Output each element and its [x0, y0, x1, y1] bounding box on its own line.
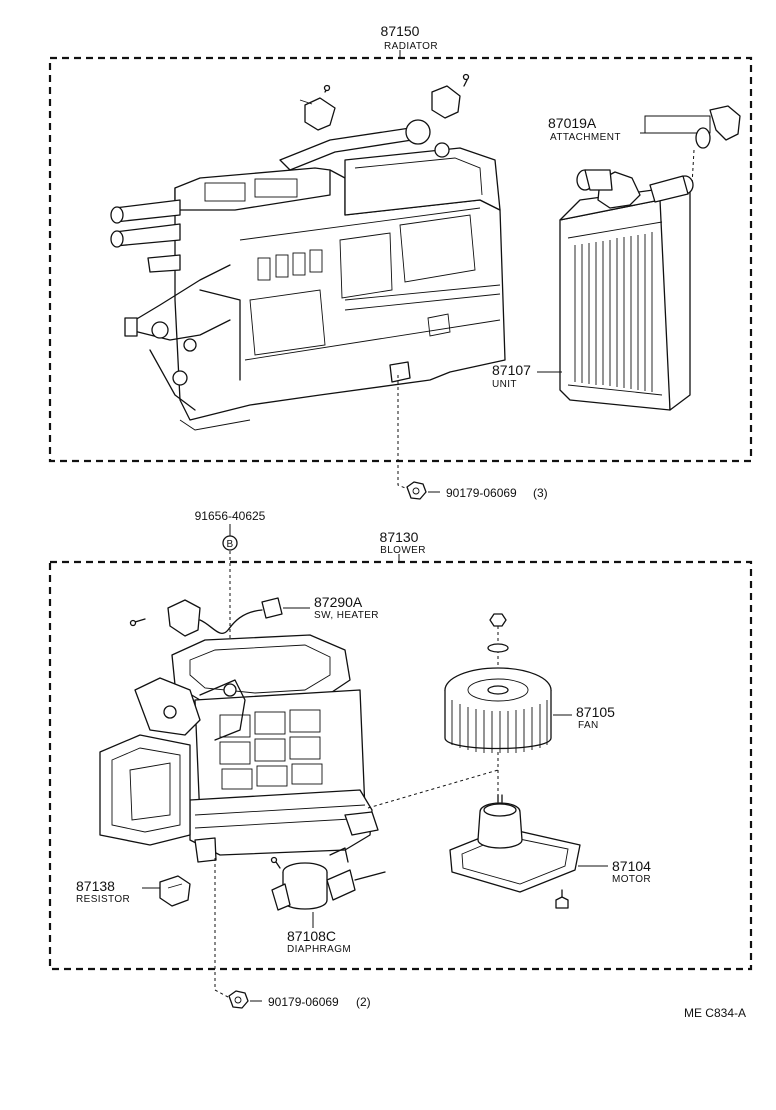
unit-name: UNIT [492, 379, 517, 390]
attachment-part: 87019A ATTACHMENT [548, 105, 741, 186]
clip-marker: B [226, 539, 233, 550]
blower-group-border [48, 560, 753, 971]
fan-number: 87105 [576, 704, 615, 720]
diaphragm-number: 87108C [287, 928, 336, 944]
fan-axis-line [367, 769, 499, 809]
nut-top-qty: (3) [533, 486, 548, 500]
resistor-name: RESISTOR [76, 894, 130, 905]
attachment-name: ATTACHMENT [550, 132, 621, 143]
radiator-group: 87150 RADIATOR [48, 23, 753, 463]
radiator-group-number: 87150 [381, 23, 420, 39]
nut-bottom-qty: (2) [356, 995, 371, 1009]
unit-number: 87107 [492, 362, 531, 378]
fan-name: FAN [578, 720, 599, 731]
motor-name: MOTOR [612, 874, 651, 885]
motor-number: 87104 [612, 858, 651, 874]
motor-part: 87104 MOTOR [449, 794, 651, 909]
heater-housing-illustration [110, 73, 506, 431]
heater-core-unit: 87107 UNIT [492, 169, 694, 411]
diaphragm-name: DIAPHRAGM [287, 944, 351, 955]
radiator-group-name: RADIATOR [384, 41, 438, 52]
fan-part: 87105 FAN [444, 613, 615, 753]
heater-switch-part: 87290A SW, HEATER [129, 594, 379, 637]
blower-group-name: BLOWER [380, 545, 426, 556]
nut-bottom: 90179-06069 (2) [214, 858, 371, 1009]
diaphragm-part: 87108C DIAPHRAGM [270, 847, 386, 955]
clip-code: 91656-40625 [195, 509, 266, 523]
sw-heater-number: 87290A [314, 594, 363, 610]
blower-housing-illustration [99, 634, 379, 863]
diagram-reference: ME C834-A [684, 1006, 746, 1020]
resistor-number: 87138 [76, 878, 115, 894]
attachment-number: 87019A [548, 115, 597, 131]
nut-top: 90179-06069 (3) [397, 375, 548, 500]
nut-top-code: 90179-06069 [446, 486, 517, 500]
blower-group: 87130 BLOWER [48, 529, 753, 971]
blower-group-number: 87130 [380, 529, 419, 545]
resistor-part: 87138 RESISTOR [76, 875, 191, 907]
nut-bottom-code: 90179-06069 [268, 995, 339, 1009]
sw-heater-name: SW, HEATER [314, 610, 379, 621]
